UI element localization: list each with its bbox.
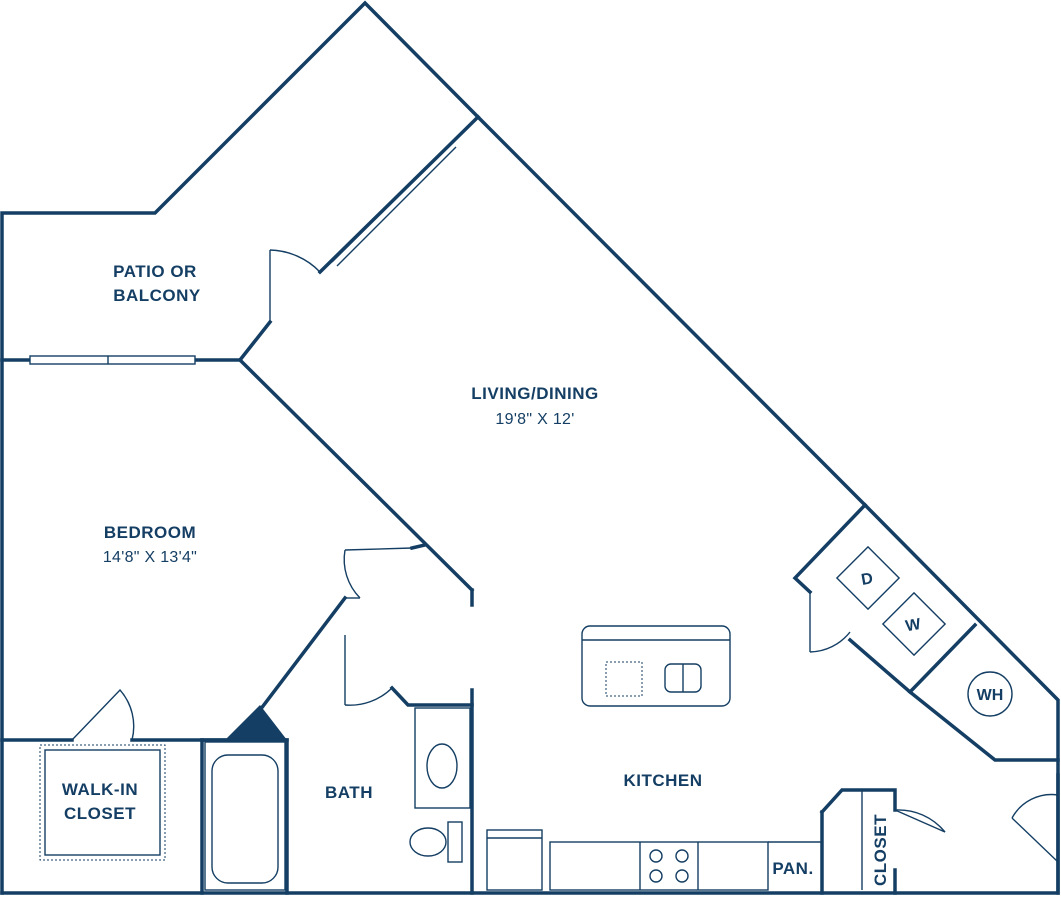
patio-walls [0, 114, 481, 365]
washer-label: W [904, 616, 923, 636]
closet-label: CLOSET [871, 814, 890, 886]
kitchen-area [486, 625, 824, 895]
patio-label: PATIO OR [113, 262, 197, 281]
living-dimensions: 19'8" X 12' [495, 411, 574, 428]
dryer-label: D [860, 570, 874, 589]
bath-label: BATH [325, 783, 373, 802]
bedroom-walls [0, 357, 475, 742]
walkin-label: WALK-IN [62, 780, 138, 799]
walkin-closet [39, 738, 204, 895]
bath-room [200, 635, 474, 895]
bedroom-dimensions: 14'8" X 13'4" [103, 549, 197, 566]
entry-closet [819, 773, 1060, 895]
patio-label-2: BALCONY [113, 286, 201, 305]
water-heater-label: WH [977, 687, 1004, 704]
living-label: LIVING/DINING [471, 384, 598, 403]
walkin-label-2: CLOSET [64, 804, 136, 823]
utility-area [792, 502, 1060, 762]
bedroom-label: BEDROOM [104, 523, 196, 542]
pantry-label: PAN. [772, 859, 813, 878]
kitchen-label: KITCHEN [623, 771, 702, 790]
